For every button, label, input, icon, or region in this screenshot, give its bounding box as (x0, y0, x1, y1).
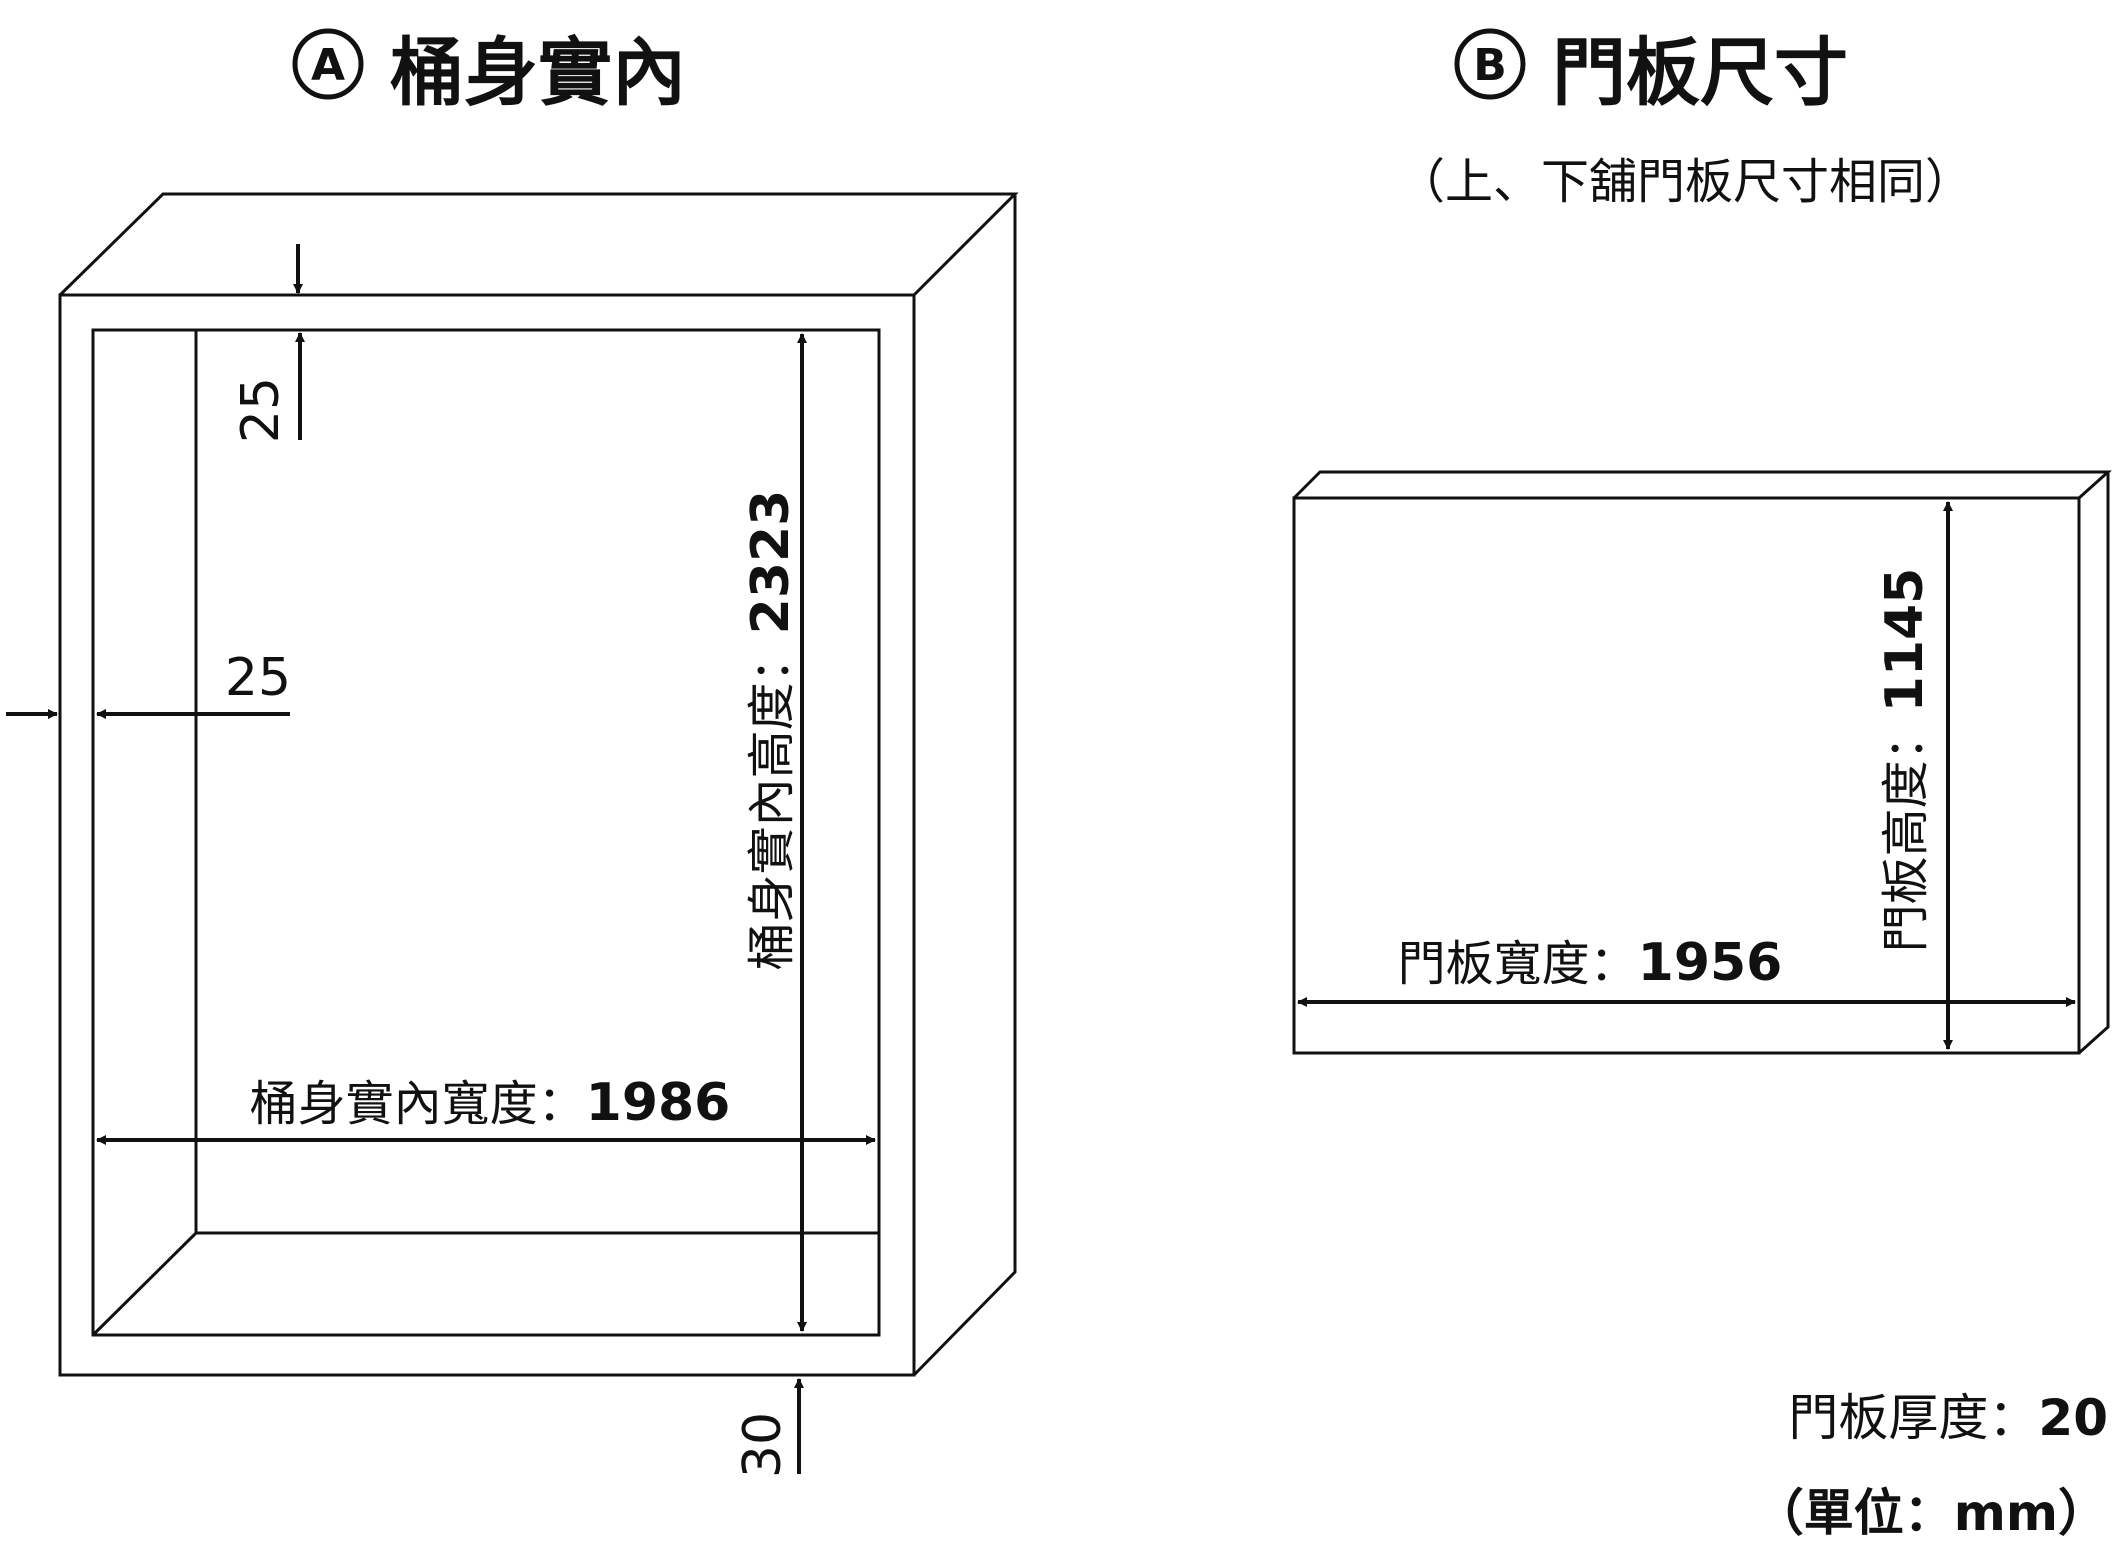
section-b-subtitle: （上、下舖門板尺寸相同） (1397, 154, 1973, 210)
cabinet-bottom-depth-edge (91, 1231, 198, 1337)
inner-width-dimension: 桶身實內寬度：1986 (96, 1073, 876, 1145)
cabinet-drawing (58, 192, 1019, 1377)
badge-b-circle (1454, 28, 1526, 100)
inner-height-value: 2323 (741, 490, 801, 635)
door-thickness-note: 門板厚度：20 (1788, 1389, 2108, 1447)
section-b: B 門板尺寸 （上、下舖門板尺寸相同） 門板高度：1145 門板寬度：1956 (1292, 28, 2112, 1055)
inner-height-label-text: 桶身實內高度： (744, 634, 800, 970)
inner-height-dimension: 桶身實內高度：2323 (741, 333, 807, 1332)
bottom-thickness-dimension: 30 (733, 1378, 804, 1478)
cabinet-top-face (58, 192, 1019, 297)
section-a-heading: A 桶身實內 (292, 28, 686, 116)
unit-note: （單位：mm） (1754, 1484, 2108, 1542)
door-height-label: 門板高度：1145 (1875, 568, 1935, 953)
section-b-title: 門板尺寸 (1552, 30, 1848, 116)
door-thickness-value: 20 (2038, 1389, 2108, 1447)
badge-a-letter: A (311, 40, 345, 91)
top-thickness-value: 25 (231, 377, 291, 443)
door-height-value: 1145 (1875, 568, 1935, 713)
door-panel-top-edge (1292, 470, 2112, 500)
section-a: A 桶身實內 25 25 30 (6, 28, 1019, 1478)
door-panel-side-edge (2077, 472, 2110, 1055)
inner-width-value: 1986 (586, 1073, 731, 1133)
section-a-title: 桶身實內 (390, 30, 686, 116)
door-panel-drawing (1292, 470, 2112, 1055)
badge-a-circle (292, 28, 364, 100)
door-height-label-text: 門板高度： (1878, 712, 1934, 952)
door-width-dimension: 門板寬度：1956 (1297, 933, 2076, 1007)
side-thickness-dimension: 25 (6, 648, 291, 719)
door-thickness-label: 門板厚度： (1788, 1389, 2038, 1447)
notes: 門板厚度：20 （單位：mm） (1754, 1389, 2108, 1542)
door-width-label-text: 門板寬度： (1398, 936, 1638, 992)
side-thickness-value: 25 (225, 648, 291, 708)
door-width-label: 門板寬度：1956 (1398, 933, 1783, 993)
inner-height-label: 桶身實內高度：2323 (741, 490, 801, 971)
inner-width-label-text: 桶身實內寬度： (250, 1076, 586, 1132)
badge-b-letter: B (1473, 40, 1507, 91)
top-thickness-dimension: 25 (231, 244, 305, 443)
section-b-heading: B 門板尺寸 （上、下舖門板尺寸相同） (1397, 28, 1973, 210)
door-panel-front (1292, 496, 2081, 1055)
cabinet-right-face (912, 194, 1017, 1377)
door-height-dimension: 門板高度：1145 (1875, 501, 1953, 1050)
bottom-thickness-value: 30 (733, 1412, 793, 1478)
cabinet-inner-opening (91, 328, 881, 1337)
inner-width-label: 桶身實內寬度：1986 (250, 1073, 731, 1133)
cabinet-outer-frame (58, 293, 916, 1377)
door-width-value: 1956 (1638, 933, 1783, 993)
